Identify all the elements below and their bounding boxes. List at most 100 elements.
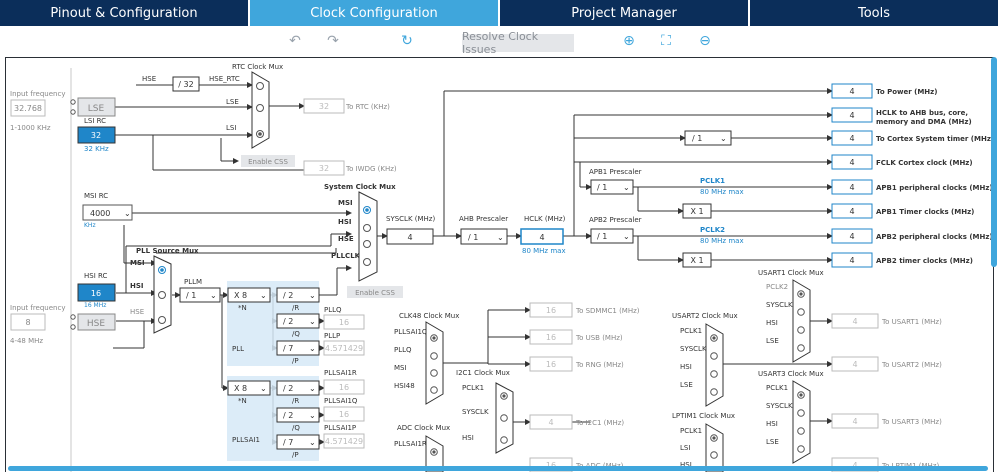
pllsai1-n-label: *N — [238, 397, 247, 405]
i2c1-input-label: SYSCLK — [462, 408, 489, 416]
pllp-box — [323, 340, 365, 356]
tab-clock-configuration[interactable]: Clock Configuration — [250, 0, 500, 26]
iwdg-output-value: 32 — [319, 164, 329, 173]
pll-n-select[interactable] — [227, 287, 271, 303]
usart1-output-label: To USART1 (MHz) — [881, 318, 942, 326]
output-value: 4 — [849, 256, 854, 265]
svg-text:⌄: ⌄ — [720, 134, 727, 143]
redo-icon[interactable]: ↷ — [327, 33, 339, 49]
sdmmc1-output-label: To SDMMC1 (MHz) — [575, 307, 640, 315]
system-clock-mux[interactable] — [358, 191, 378, 282]
clk48-clock-mux[interactable] — [425, 321, 444, 405]
msi-value: 4000 — [90, 209, 110, 218]
zoom-out-icon[interactable]: ⊖ — [699, 33, 711, 49]
usart1-output-box — [831, 313, 879, 329]
sys-enable-css-label: Enable CSS — [355, 289, 395, 297]
pllsai1-p-select[interactable] — [276, 434, 320, 450]
pllsai1-q-select[interactable] — [276, 407, 320, 423]
ahb-prescaler-label: AHB Prescaler — [459, 215, 508, 223]
sysclk-label: SYSCLK (MHz) — [386, 215, 435, 223]
hse-range-label: 4-48 MHz — [10, 337, 43, 345]
apb1-prescaler-value: / 1 — [597, 183, 607, 192]
pll-src-msi-label: MSI — [130, 259, 145, 267]
rng-output-label: To RNG (MHz) — [575, 361, 624, 369]
pllsai1-n-select[interactable] — [227, 380, 271, 396]
sysclk-value: 4 — [407, 233, 412, 242]
usart3-output-label: To USART3 (MHz) — [881, 418, 942, 426]
tab-pinout-configuration[interactable]: Pinout & Configuration — [0, 0, 250, 26]
lptim1-clock-mux[interactable] — [705, 423, 724, 472]
sys-enable-css-button[interactable] — [347, 286, 403, 298]
hclk-value: 4 — [539, 233, 544, 242]
tab-project-manager[interactable]: Project Manager — [500, 0, 750, 26]
usart2-input-label: HSI — [680, 363, 692, 371]
tab-tools[interactable]: Tools — [750, 0, 998, 26]
top-tab-bar: Pinout & Configuration Clock Configurati… — [0, 0, 998, 26]
usart2-clock-mux[interactable] — [705, 323, 724, 407]
svg-text:⌄: ⌄ — [309, 438, 316, 447]
hse-label: HSE — [87, 319, 105, 329]
pllsai1-r-select[interactable] — [276, 380, 320, 396]
hsi-rc-label: HSI RC — [84, 272, 108, 280]
usart3-input-label: SYSCLK — [766, 402, 793, 410]
zoom-in-icon[interactable]: ⊕ — [623, 33, 635, 49]
pllm-select[interactable] — [179, 287, 221, 303]
horizontal-scrollbar[interactable] — [8, 466, 988, 471]
svg-text:⌄: ⌄ — [309, 291, 316, 300]
rtc-output-value: 32 — [319, 102, 329, 111]
usart1-mux-label: USART1 Clock Mux — [758, 269, 824, 277]
pll-q-select[interactable] — [276, 313, 320, 329]
pll-p-select[interactable] — [276, 340, 320, 356]
output-value: 4 — [849, 207, 854, 216]
hsi-value: 16 — [91, 289, 101, 298]
vertical-scrollbar[interactable] — [991, 57, 997, 267]
pll-p-value: / 7 — [283, 344, 293, 353]
msi-select[interactable] — [82, 204, 133, 221]
cortex-prescaler-select[interactable] — [684, 130, 732, 146]
i2c1-output-box — [529, 414, 573, 430]
lse-input-box[interactable] — [10, 99, 46, 117]
usart1-clock-mux[interactable] — [792, 279, 811, 363]
pllsai1r-value: 16 — [339, 383, 349, 392]
hsi-block[interactable] — [77, 283, 116, 302]
lsi-block[interactable] — [77, 126, 116, 144]
resolve-clock-issues-button[interactable]: Resolve Clock Issues — [462, 30, 574, 56]
usart1-output-value: 4 — [852, 317, 857, 326]
output-label: FCLK Cortex clock (MHz) — [876, 159, 973, 167]
hse-input-box[interactable] — [10, 313, 46, 331]
ahb-prescaler-value: / 1 — [468, 233, 478, 242]
rtc-enable-css-button[interactable] — [241, 155, 295, 167]
refresh-icon[interactable]: ↻ — [401, 33, 413, 49]
usart3-clock-mux[interactable] — [792, 380, 811, 464]
ahb-prescaler-select[interactable] — [460, 228, 508, 245]
pllsai1r-label: PLLSAI1R — [324, 369, 357, 377]
output-value: 4 — [849, 111, 854, 120]
output-label: To Power (MHz) — [876, 88, 937, 96]
lptim1-input-label: PCLK1 — [680, 427, 702, 435]
fit-icon[interactable]: ⛶ — [661, 33, 671, 49]
rtc-hse-rtc-label: HSE_RTC — [209, 75, 240, 83]
pllsai1-p-label: /P — [292, 451, 299, 459]
pllsai1-q-value: / 2 — [283, 411, 293, 420]
apb1-prescaler-select[interactable] — [590, 179, 634, 195]
svg-text:⌄: ⌄ — [309, 344, 316, 353]
output-value: 4 — [849, 232, 854, 241]
sysmux-hse-label: HSE — [338, 235, 354, 243]
apb2-prescaler-select[interactable] — [590, 228, 634, 244]
lse-block[interactable] — [77, 97, 116, 117]
pllm-label: PLLM — [184, 278, 202, 286]
rtc-div32-value: / 32 — [178, 80, 193, 89]
pllsai1r-box — [323, 379, 365, 395]
sdmmc1-output-box — [529, 302, 573, 318]
msi-unit: KHz — [84, 222, 96, 229]
pllm-value: / 1 — [186, 291, 196, 300]
pllq-label: PLLQ — [324, 306, 342, 314]
pll-r-select[interactable] — [276, 287, 320, 303]
output-column: 4 To Power (MHz) 4 HCLK to AHB bus, core… — [831, 83, 993, 268]
output-label: APB1 Timer clocks (MHz) — [876, 208, 974, 216]
hclk-input[interactable] — [520, 228, 564, 245]
hse-block[interactable] — [77, 313, 116, 331]
rtc-output-label: To RTC (KHz) — [345, 103, 390, 111]
undo-icon[interactable]: ↶ — [289, 33, 301, 49]
pll-name-label: PLL — [232, 345, 244, 353]
